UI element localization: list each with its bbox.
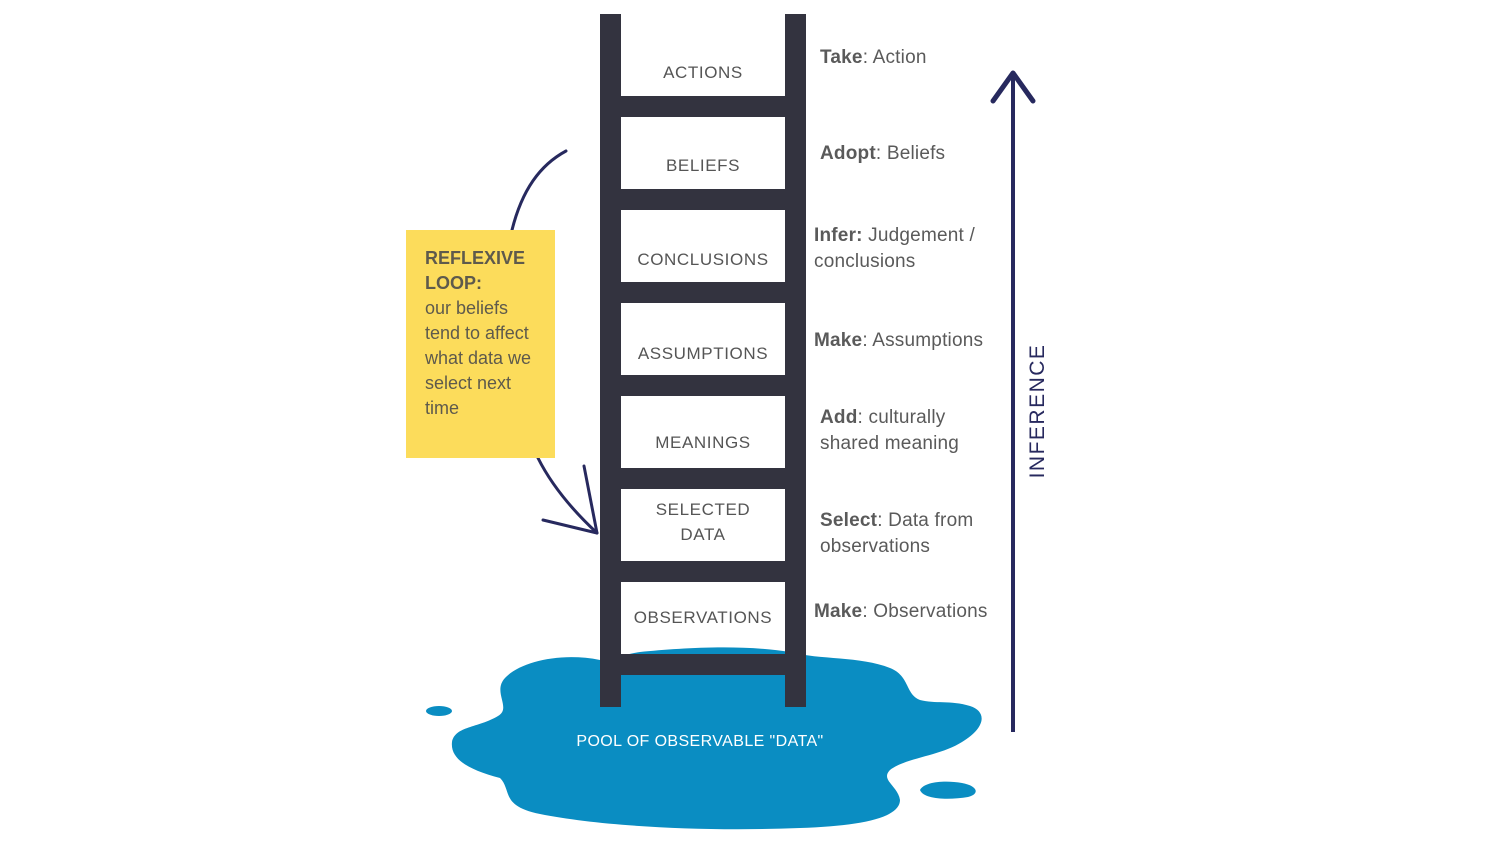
step-text: : Data from bbox=[877, 510, 974, 531]
rung-label-actions: ACTIONS bbox=[663, 63, 743, 82]
rung-label-selected-data: SELECTED DATA bbox=[621, 497, 785, 547]
note-body-line: select next bbox=[425, 373, 512, 393]
note-body-line: what data we bbox=[425, 348, 532, 368]
reflexive-loop-note: REFLEXIVE LOOP: our beliefs tend to affe… bbox=[406, 230, 555, 458]
step-verb: Adopt bbox=[820, 143, 876, 164]
ladder-rung bbox=[600, 654, 806, 675]
step-text: conclusions bbox=[814, 251, 916, 272]
step-text: shared meaning bbox=[820, 433, 960, 454]
note-title: LOOP: bbox=[425, 273, 482, 293]
ladder-right-rail bbox=[785, 14, 806, 707]
step-description-adopt: Adopt: Beliefs bbox=[820, 141, 945, 167]
step-text: : Action bbox=[862, 47, 927, 68]
step-text: observations bbox=[820, 536, 931, 557]
rung-label-beliefs: BELIEFS bbox=[665, 156, 741, 175]
inference-label: INFERENCE bbox=[1026, 343, 1049, 479]
step-description-select: Select: Data from observations bbox=[820, 508, 973, 560]
note-body-line: tend to affect bbox=[425, 323, 529, 343]
step-description-make-assumptions: Make: Assumptions bbox=[814, 328, 983, 354]
pool-droplet-left bbox=[426, 706, 452, 716]
pool-label: POOL OF OBSERVABLE "DATA" bbox=[576, 733, 824, 750]
rung-label-line: DATA bbox=[680, 525, 726, 544]
pool-shape bbox=[451, 647, 982, 830]
step-verb: Add bbox=[820, 407, 858, 428]
step-description-take: Take: Action bbox=[820, 45, 927, 71]
step-verb: Take bbox=[820, 47, 863, 68]
note-title: REFLEXIVE bbox=[425, 248, 526, 268]
ladder-left-rail bbox=[600, 14, 621, 707]
step-verb: Make bbox=[814, 601, 863, 622]
step-verb: Make bbox=[814, 330, 863, 351]
step-text: : Assumptions bbox=[862, 330, 984, 351]
step-verb: Select bbox=[820, 510, 878, 531]
step-description-make-observations: Make: Observations bbox=[814, 599, 988, 625]
step-description-add: Add: culturally shared meaning bbox=[820, 405, 959, 457]
step-description-infer: Infer: Judgement / conclusions bbox=[814, 223, 975, 275]
step-text: : Observations bbox=[862, 601, 988, 622]
rung-label-assumptions: ASSUMPTIONS bbox=[637, 344, 769, 363]
pool-droplet-right bbox=[920, 781, 976, 799]
rung-label-line: SELECTED bbox=[655, 500, 751, 519]
step-text: : Beliefs bbox=[875, 143, 946, 164]
step-text: : culturally bbox=[857, 407, 946, 428]
ladder-rung bbox=[600, 96, 806, 117]
rung-label-observations: OBSERVATIONS bbox=[633, 608, 773, 627]
note-body-line: time bbox=[425, 398, 460, 418]
ladder-rung bbox=[600, 561, 806, 582]
ladder-rung bbox=[600, 468, 806, 489]
ladder-rung bbox=[600, 375, 806, 396]
rung-label-conclusions: CONCLUSIONS bbox=[637, 250, 769, 269]
step-text: Judgement / bbox=[862, 225, 975, 246]
step-verb: Infer: bbox=[814, 225, 863, 246]
rung-label-meanings: MEANINGS bbox=[655, 433, 751, 452]
ladder-rung bbox=[600, 189, 806, 210]
ladder-rung bbox=[600, 282, 806, 303]
note-body-line: our beliefs bbox=[425, 298, 509, 318]
